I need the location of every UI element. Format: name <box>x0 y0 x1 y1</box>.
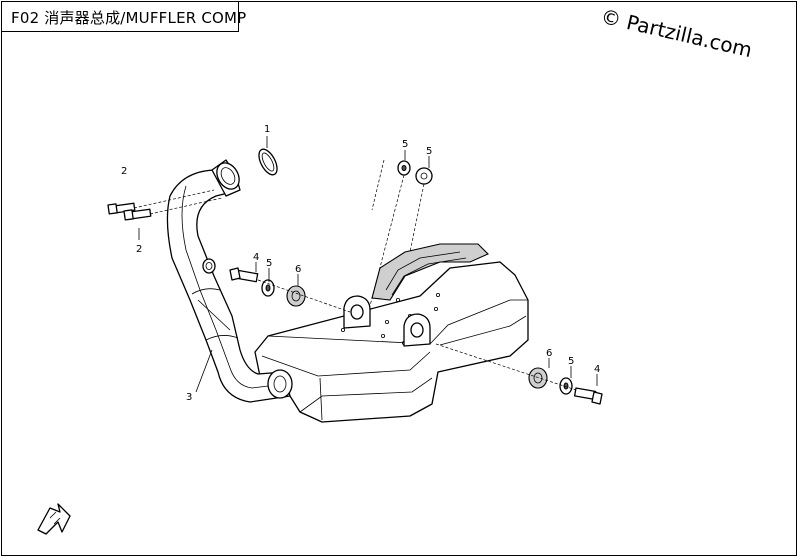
muffler-body[interactable] <box>254 243 529 423</box>
callout-5-upper-left: 5 <box>402 139 408 150</box>
callout-4-right: 4 <box>594 364 600 375</box>
callout-6-right: 6 <box>546 348 552 359</box>
page-title: F02 消声器总成/MUFFLER COMP <box>11 9 247 27</box>
muffler-mounting-bracket-upper[interactable] <box>343 295 371 329</box>
callout-1: 1 <box>264 124 270 135</box>
callout-5-right: 5 <box>568 356 574 367</box>
callout-labels: 1 2 2 3 4 5 6 5 5 6 5 4 <box>121 124 600 403</box>
callout-4-left: 4 <box>253 252 259 263</box>
bolt-left[interactable] <box>229 267 259 283</box>
callout-3: 3 <box>186 392 192 403</box>
exhaust-pipe[interactable] <box>166 159 293 403</box>
callout-2-lower: 2 <box>136 244 142 255</box>
muffler-mounting-bracket-lower[interactable] <box>403 313 431 347</box>
leader-lines <box>138 136 598 393</box>
bolt-right[interactable] <box>573 387 603 405</box>
washer-upper-left[interactable] <box>397 160 411 176</box>
washer-right[interactable] <box>559 377 573 395</box>
callout-5-upper-right: 5 <box>426 146 432 157</box>
rubber-bushing-right[interactable] <box>528 367 548 389</box>
callout-2-upper: 2 <box>121 166 127 177</box>
rubber-bushing-left[interactable] <box>286 285 306 307</box>
stud-bolt-lower[interactable] <box>123 208 152 221</box>
exhaust-gasket[interactable] <box>255 146 281 177</box>
washer-upper-right[interactable] <box>415 167 433 185</box>
callout-6-left: 6 <box>295 264 301 275</box>
callout-5-left: 5 <box>266 258 272 269</box>
title-box: F02 消声器总成/MUFFLER COMP <box>1 1 246 32</box>
washer-left[interactable] <box>261 279 275 297</box>
direction-arrow-icon <box>37 503 71 535</box>
